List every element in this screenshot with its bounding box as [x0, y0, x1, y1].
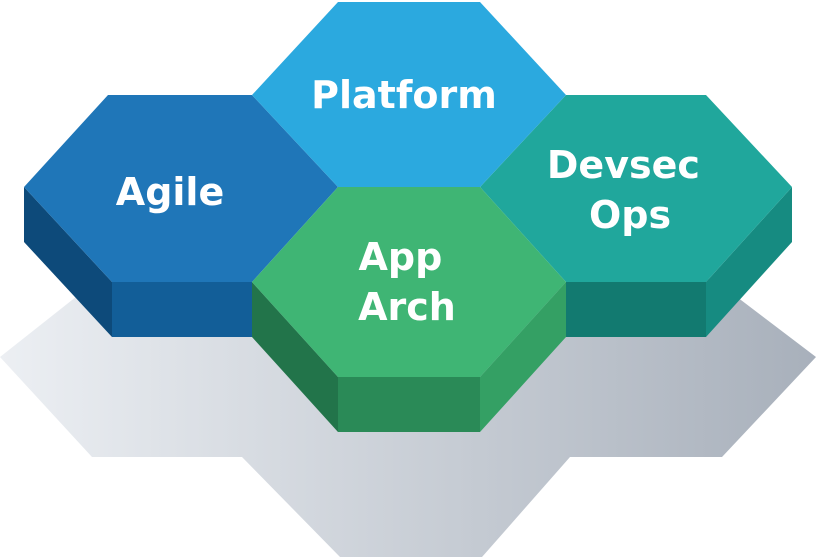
hex-agile-label: Agile [116, 170, 224, 214]
hex-platform: Platform [252, 2, 566, 187]
hex-agile-front-face [112, 282, 252, 337]
hex-devsecops-top-face [480, 95, 792, 282]
hex-platform-label-line-1: Platform [311, 73, 497, 117]
hex-devsecops: Devsec Ops [480, 95, 792, 337]
hex-app-arch-front-face [338, 377, 480, 432]
hex-platform-top-face [252, 2, 566, 187]
hex-agile-left-face [24, 187, 112, 337]
hex-devsecops-front-face [566, 282, 706, 337]
hex-agile-label-line-1: Agile [116, 170, 224, 214]
hex-app-arch-label-line-1: App [358, 235, 442, 279]
hex-devsecops-label: Devsec Ops [547, 143, 713, 237]
hex-devsecops-label-line-1: Devsec [547, 143, 700, 187]
hex-app-arch-label-line-2: Arch [358, 285, 456, 329]
hex-devsecops-label-line-2: Ops [589, 193, 671, 237]
hex-app-arch-right-face [480, 282, 566, 432]
hex-platform-label: Platform [311, 73, 497, 117]
hex-agile: Agile [24, 95, 338, 337]
hex-app-arch-label: App Arch [358, 235, 456, 329]
hex-app-arch: App Arch [252, 187, 566, 432]
hex-app-arch-top-face [252, 187, 566, 377]
hex-devsecops-right-face [706, 187, 792, 337]
hex-agile-top-face [24, 95, 338, 282]
hex-app-arch-left-face [252, 282, 338, 432]
